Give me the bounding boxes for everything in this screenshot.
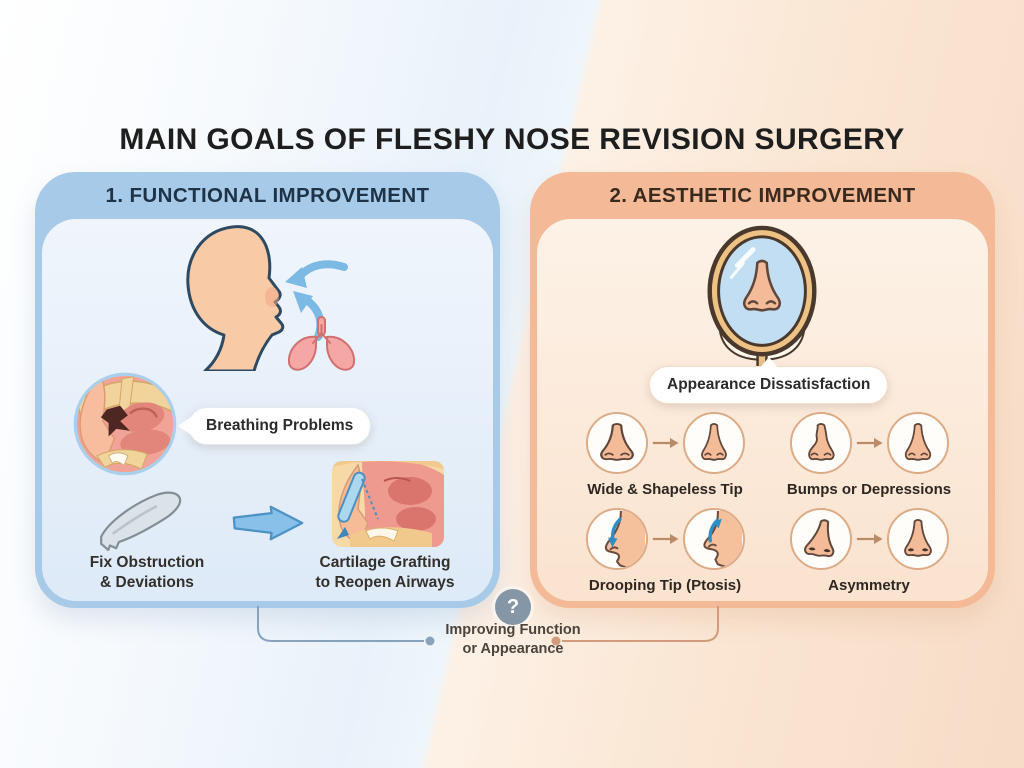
mirror-nose-illustration bbox=[707, 225, 817, 370]
inhale-arrows-icon bbox=[285, 260, 348, 341]
arrow-right-icon bbox=[651, 437, 679, 449]
aes-item-asymmetry: Asymmetry bbox=[769, 508, 969, 594]
question-icon: ? bbox=[495, 589, 531, 625]
aesthetic-panel-body: Appearance Dissatisfaction Wide & Shapel… bbox=[537, 219, 988, 601]
breathing-problems-bubble: Breathing Problems bbox=[188, 407, 372, 445]
fix-obstruction-label: Fix Obstruction & Deviations bbox=[89, 554, 205, 591]
aes-item-bumps: Bumps or Depressions bbox=[769, 412, 969, 498]
nasal-obstruction-illustration bbox=[73, 372, 177, 476]
head-breathing-illustration bbox=[186, 225, 356, 371]
symmetric-nose-after-icon bbox=[886, 508, 949, 570]
appearance-dissatisfaction-bubble: Appearance Dissatisfaction bbox=[649, 366, 889, 404]
wide-nose-before-icon bbox=[585, 412, 648, 474]
footer-caption: Improving Function or Appearance bbox=[445, 622, 581, 657]
aes-item-wide-tip: Wide & Shapeless Tip bbox=[565, 412, 765, 498]
lifted-tip-after-icon bbox=[682, 508, 745, 570]
cartilage-graft-illustration bbox=[332, 461, 444, 547]
cartilage-piece-illustration bbox=[100, 491, 182, 551]
functional-panel-body: Breathing Problems bbox=[42, 219, 493, 601]
arrow-right-icon bbox=[232, 505, 304, 541]
drooping-tip-before-icon bbox=[585, 508, 648, 570]
bumpy-nose-before-icon bbox=[789, 412, 852, 474]
functional-panel: 1. FUNCTIONAL IMPROVEMENT bbox=[35, 172, 500, 608]
refined-nose-after-icon bbox=[682, 412, 745, 474]
smooth-nose-after-icon bbox=[886, 412, 949, 474]
cartilage-grafting-label: Cartilage Grafting to Reopen Airways bbox=[315, 554, 455, 591]
arrow-right-icon bbox=[855, 437, 883, 449]
lungs-icon bbox=[287, 316, 356, 371]
page-title: MAIN GOALS OF FLESHY NOSE REVISION SURGE… bbox=[119, 123, 905, 156]
aes-item-drooping-tip: Drooping Tip (Ptosis) bbox=[565, 508, 765, 594]
arrow-right-icon bbox=[651, 533, 679, 545]
arrow-right-icon bbox=[855, 533, 883, 545]
aesthetic-panel: 2. AESTHETIC IMPROVEMENT Appearance Diss… bbox=[530, 172, 995, 608]
asymmetric-nose-before-icon bbox=[789, 508, 852, 570]
aesthetic-panel-header: 2. AESTHETIC IMPROVEMENT bbox=[609, 183, 916, 207]
functional-panel-header: 1. FUNCTIONAL IMPROVEMENT bbox=[105, 183, 430, 207]
